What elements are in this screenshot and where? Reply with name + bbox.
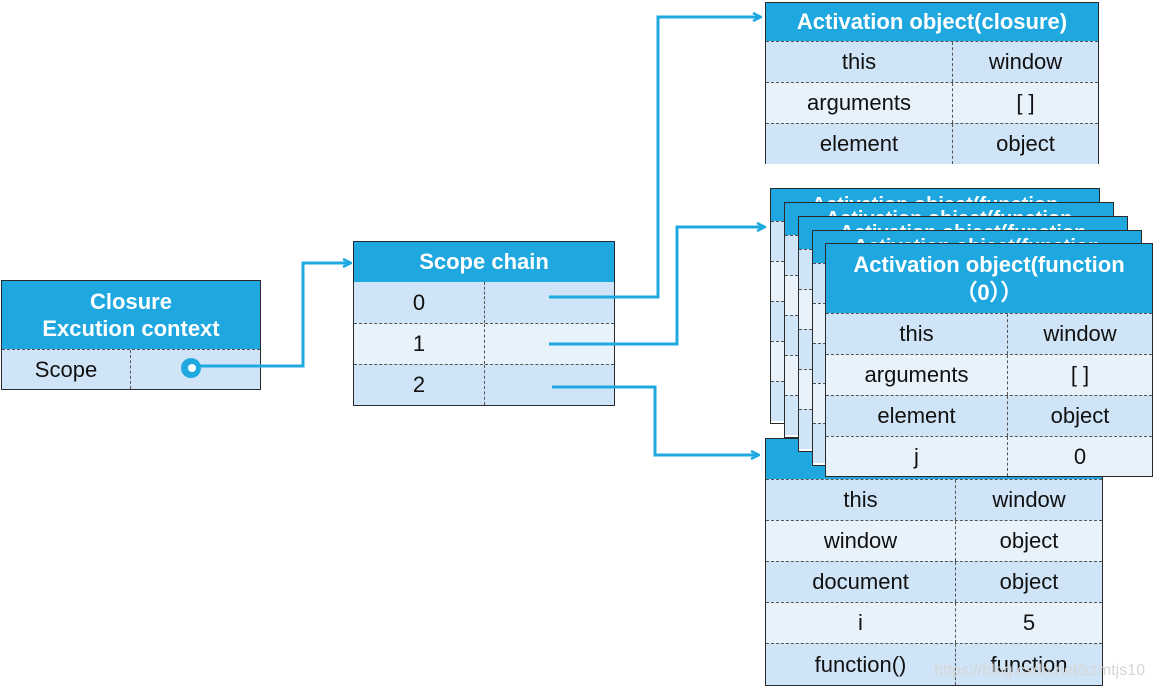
ao-closure-row: element object (766, 123, 1098, 164)
watermark: https://blog.csdn.net/szmtjs10 (934, 662, 1145, 679)
scope-chain-pointer-cell (485, 282, 614, 323)
global-value: 5 (1022, 610, 1036, 635)
global-name: window (766, 521, 956, 561)
scope-row: Scope (2, 349, 260, 389)
global-row: window object (766, 520, 1102, 561)
global-value: object (999, 528, 1059, 553)
ao-function-name: element (826, 396, 1008, 436)
ao-closure-name: arguments (766, 83, 953, 123)
global-object-table: this window window object document objec… (765, 438, 1103, 686)
closure-context-header: Closure Excution context (2, 281, 260, 349)
ao-function-name: arguments (826, 355, 1008, 395)
ao-closure-value: [ ] (1016, 90, 1035, 115)
scope-chain-row-0: 0 (354, 282, 614, 323)
global-value: window (992, 487, 1066, 512)
scope-label: Scope (2, 350, 131, 389)
scope-chain-index: 2 (354, 365, 485, 405)
global-row: i 5 (766, 602, 1102, 643)
closure-title-line1: Closure (90, 288, 172, 314)
ao-function-row: this window (826, 313, 1152, 354)
closure-title-line2: Excution context (42, 316, 220, 341)
scope-chain-index: 1 (354, 324, 485, 364)
ao-closure-name: this (766, 42, 953, 82)
ao-function-value: object (1050, 403, 1110, 428)
ao-function-title-line1: Activation object(function (853, 252, 1125, 277)
ao-function-name: this (826, 314, 1008, 354)
global-name: i (766, 603, 956, 643)
ao-function-title-line2: （0）） (955, 279, 1023, 305)
ao-closure-name: element (766, 124, 953, 164)
scope-chain-index: 0 (354, 282, 485, 323)
ao-closure-value: window (988, 49, 1063, 74)
global-row: this window (766, 479, 1102, 520)
ao-closure-row: arguments [ ] (766, 82, 1098, 123)
scope-chain-pointer-cell (485, 324, 614, 364)
scope-chain-pointer-cell (485, 365, 614, 405)
ao-function-row: element object (826, 395, 1152, 436)
closure-context-table: Closure Excution context Scope (1, 280, 261, 390)
global-name: this (766, 480, 956, 520)
scope-chain-header: Scope chain (354, 242, 614, 282)
global-name: function() (766, 644, 956, 685)
global-row: document object (766, 561, 1102, 602)
global-value: object (999, 569, 1059, 594)
activation-object-function-0-table: Activation object(function （0）） this win… (825, 243, 1153, 477)
ao-function-name: j (826, 437, 1008, 476)
ao-function-value: 0 (1073, 443, 1087, 469)
ao-closure-row: this window (766, 41, 1098, 82)
ao-function-row: j 0 (826, 436, 1152, 476)
global-value: function (990, 651, 1068, 677)
global-row: function() function (766, 643, 1102, 685)
activation-object-closure-table: Activation object(closure) this window a… (765, 2, 1099, 164)
scope-chain-row-2: 2 (354, 364, 614, 405)
activation-object-function-0-header: Activation object(function （0）） (826, 244, 1152, 313)
scope-chain-table: Scope chain 0 1 2 (353, 241, 615, 406)
ao-function-value: [ ] (1070, 362, 1090, 387)
activation-object-closure-header: Activation object(closure) (766, 3, 1098, 41)
ao-function-value: window (1043, 321, 1117, 346)
global-name: document (766, 562, 956, 602)
ao-function-row: arguments [ ] (826, 354, 1152, 395)
scope-pointer-cell (131, 350, 260, 389)
ao-closure-value: object (996, 131, 1055, 156)
scope-chain-row-1: 1 (354, 323, 614, 364)
